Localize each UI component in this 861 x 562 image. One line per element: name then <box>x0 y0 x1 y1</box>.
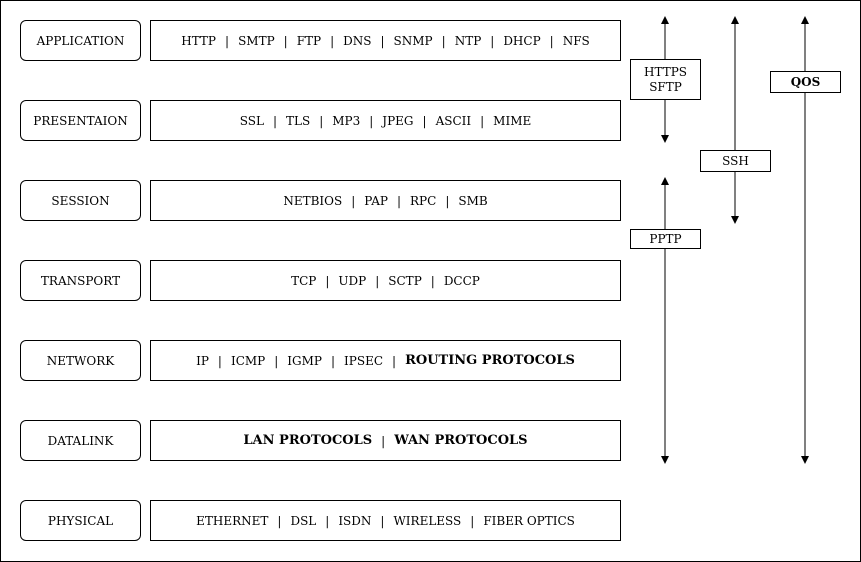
protocol-separator: | <box>392 353 397 368</box>
protocol-item: SMTP <box>238 33 275 48</box>
layer-label: DATALINK <box>47 433 114 448</box>
protocol-separator: | <box>325 273 330 288</box>
protocol-separator: | <box>319 113 324 128</box>
layer-label: SESSION <box>51 193 110 208</box>
protocol-item: NFS <box>562 33 590 48</box>
protocol-item: LAN PROTOCOLS <box>243 433 373 448</box>
protocol-separator: | <box>369 113 374 128</box>
protocol-separator: | <box>272 113 277 128</box>
layer-physical: PHYSICAL <box>20 500 141 541</box>
protocol-separator: | <box>217 353 222 368</box>
protocol-item: MIME <box>493 113 532 128</box>
protocol-item: NETBIOS <box>283 193 343 208</box>
layer-label: APPLICATION <box>36 33 125 48</box>
protocol-separator: | <box>549 33 554 48</box>
layer-application: APPLICATION <box>20 20 141 61</box>
pptp-text: PPTP <box>649 231 682 246</box>
ssh-text: SSH <box>722 153 749 168</box>
protocol-separator: | <box>470 513 475 528</box>
https-label: HTTPS <box>644 64 687 79</box>
ssh-label: SSH <box>700 150 771 172</box>
protocol-item: ICMP <box>230 353 266 368</box>
protocol-separator: | <box>274 353 279 368</box>
protocol-separator: | <box>430 273 435 288</box>
protocol-item: WAN PROTOCOLS <box>394 433 528 448</box>
protocols-datalink: LAN PROTOCOLS | WAN PROTOCOLS <box>150 420 621 461</box>
protocol-separator: | <box>381 433 386 448</box>
qos-text: QOS <box>790 74 821 89</box>
protocol-item: SNMP <box>393 33 433 48</box>
protocol-item: MP3 <box>332 113 361 128</box>
protocols-network: IP | ICMP | IGMP | IPSEC | ROUTING PROTOCOLS <box>150 340 621 381</box>
protocol-item: FTP <box>296 33 322 48</box>
protocol-item: IGMP <box>287 353 322 368</box>
layer-network: NETWORK <box>20 340 141 381</box>
layer-transport: TRANSPORT <box>20 260 141 301</box>
protocol-item: SSL <box>239 113 264 128</box>
layer-presentation: PRESENTAION <box>20 100 141 141</box>
protocols-session: NETBIOS | PAP | RPC | SMB <box>150 180 621 221</box>
layer-label: TRANSPORT <box>40 273 121 288</box>
protocol-item: ETHERNET <box>196 513 269 528</box>
qos-label: QOS <box>770 71 841 93</box>
sftp-label: SFTP <box>649 79 682 94</box>
protocol-item: TLS <box>285 113 311 128</box>
protocol-separator: | <box>490 33 495 48</box>
protocol-separator: | <box>380 513 385 528</box>
protocol-separator: | <box>325 513 330 528</box>
protocol-item: DCCP <box>443 273 480 288</box>
protocol-separator: | <box>330 33 335 48</box>
protocol-separator: | <box>396 193 402 208</box>
protocol-item: FIBER OPTICS <box>483 513 575 528</box>
pptp-label: PPTP <box>630 229 701 249</box>
protocol-item: PAP <box>364 193 388 208</box>
protocol-separator: | <box>375 273 380 288</box>
protocol-item: DHCP <box>503 33 541 48</box>
protocol-item: WIRELESS <box>393 513 462 528</box>
layer-session: SESSION <box>20 180 141 221</box>
protocol-separator: | <box>380 33 385 48</box>
layer-datalink: DATALINK <box>20 420 141 461</box>
protocol-item: ROUTING PROTOCOLS <box>405 353 575 368</box>
protocol-separator: | <box>422 113 427 128</box>
protocol-item: TCP <box>291 273 317 288</box>
protocol-separator: | <box>330 353 336 368</box>
protocol-item: ISDN <box>338 513 372 528</box>
protocol-item: NTP <box>454 33 482 48</box>
protocols-application: HTTP | SMTP | FTP | DNS | SNMP | NTP | DHCP | NFS <box>150 20 621 61</box>
protocol-item: HTTP <box>181 33 217 48</box>
protocol-separator: | <box>445 193 450 208</box>
protocol-item: JPEG <box>382 113 414 128</box>
layer-label: PRESENTAION <box>33 113 128 128</box>
protocol-separator: | <box>283 33 288 48</box>
protocol-separator: | <box>351 193 356 208</box>
protocol-item: ASCII <box>435 113 472 128</box>
protocol-separator: | <box>441 33 446 48</box>
protocol-item: SCTP <box>388 273 422 288</box>
protocol-item: IP <box>196 353 209 368</box>
protocol-item: IPSEC <box>344 353 384 368</box>
layer-label: PHYSICAL <box>47 513 114 528</box>
protocol-item: RPC <box>410 193 437 208</box>
layer-label: NETWORK <box>46 353 115 368</box>
protocol-separator: | <box>225 33 230 48</box>
protocols-presentation: SSL | TLS | MP3 | JPEG | ASCII | MIME <box>150 100 621 141</box>
protocol-item: UDP <box>338 273 367 288</box>
https-sftp-label: HTTPS SFTP <box>630 59 701 100</box>
protocol-item: DNS <box>343 33 372 48</box>
protocols-transport: TCP | UDP | SCTP | DCCP <box>150 260 621 301</box>
protocol-item: SMB <box>458 193 488 208</box>
protocols-physical: ETHERNET | DSL | ISDN | WIRELESS | FIBER OPTICS <box>150 500 621 541</box>
protocol-separator: | <box>277 513 282 528</box>
protocol-item: DSL <box>290 513 317 528</box>
protocol-separator: | <box>480 113 485 128</box>
